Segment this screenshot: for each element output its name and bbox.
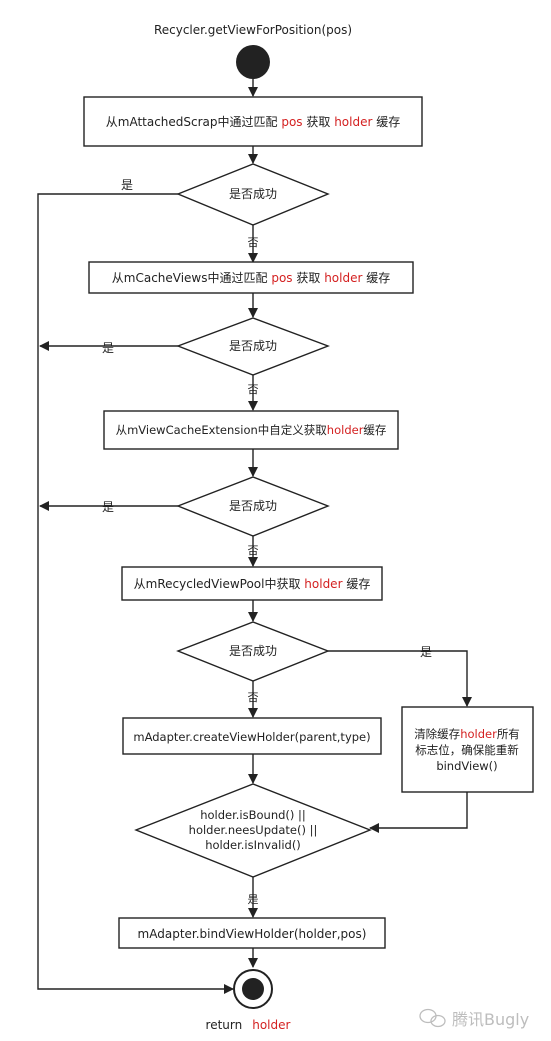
step-attached-scrap [83,96,423,147]
decision-success-1 [176,163,330,226]
condition-line-2: holder.neesUpdate() || [189,823,318,837]
watermark-text: 腾讯Bugly [452,1010,529,1029]
decision-success-3 [176,476,330,537]
edge-yes-3: 是 [102,500,114,514]
end-node [233,969,273,1009]
step-attached-scrap-label: 从mAttachedScrap中通过匹配 pos 获取 holder 缓存 [106,114,401,129]
wechat-icon [419,1008,446,1028]
start-node [236,45,270,79]
decision-success-2-label: 是否成功 [229,339,277,353]
condition-line-1: holder.isBound() || [200,808,306,822]
decision-holder-state [134,783,372,878]
step-view-cache-extension [103,410,399,450]
step-recycled-view-pool-label: 从mRecycledViewPool中获取 holder 缓存 [134,576,371,591]
edge-no-1: 否 [248,236,259,249]
step-clear-flags-label: 清除缓存holder所有 [414,727,520,741]
connectors [37,79,472,994]
edge-no-2: 否 [248,383,259,396]
step-view-cache-extension-label: 从mViewCacheExtension中自定义获取holder缓存 [116,423,387,437]
step-bind-view-holder-label: mAdapter.bindViewHolder(holder,pos) [138,927,367,941]
step-cache-views-label: 从mCacheViews中通过匹配 pos 获取 holder 缓存 [112,270,390,285]
watermark: 腾讯Bugly [419,1008,529,1029]
step-bind-view-holder [118,917,386,949]
decision-success-3-label: 是否成功 [229,499,277,513]
decision-success-1-label: 是否成功 [229,187,277,201]
decision-success-4-label: 是否成功 [229,644,277,658]
step-create-view-holder [122,717,382,755]
step-cache-views [88,261,414,294]
decision-success-2 [176,317,330,376]
edge-no-3: 否 [248,544,259,557]
step-recycled-view-pool [121,566,383,601]
step-clear-flags-line2: 标志位，确保能重新 [415,743,519,757]
edge-yes-5: 是 [248,893,259,906]
step-clear-flags-line3: bindView() [436,759,497,773]
edge-yes-2: 是 [102,341,114,355]
edge-no-4: 否 [248,691,259,704]
step-clear-flags [401,706,534,793]
edge-yes-1: 是 [121,178,133,192]
start-label: Recycler.getViewForPosition(pos) [154,23,352,37]
condition-line-3: holder.isInvalid() [205,838,301,852]
decision-success-4 [176,621,330,682]
edge-yes-4: 是 [420,645,432,659]
step-create-view-holder-label: mAdapter.createViewHolder(parent,type) [133,730,370,744]
